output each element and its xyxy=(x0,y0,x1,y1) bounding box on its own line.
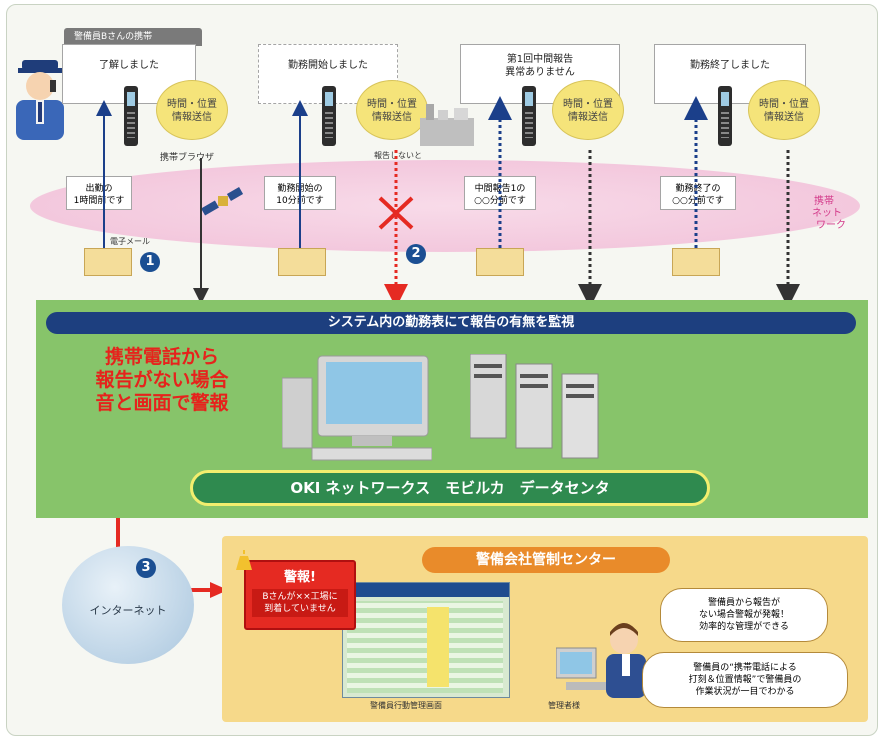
mobile-browser-label: 携帯ブラウザ xyxy=(160,153,215,163)
server-rack-icon xyxy=(470,354,599,459)
alarm-popup-title: 警報! xyxy=(284,570,316,585)
datacenter-label: OKI ネットワークス モビルカ データセンタ xyxy=(190,470,710,506)
mobile-phone-icon xyxy=(124,86,138,146)
time-location-badge-4: 時間・位置情報送信 xyxy=(748,80,820,140)
control-center-title: 警備会社管制センター xyxy=(422,547,670,573)
envelope-icon-1 xyxy=(84,248,132,276)
time-location-badge-1: 時間・位置情報送信 xyxy=(156,80,228,140)
screen-caption: 警備員行動管理画面 xyxy=(370,701,442,710)
mobile-phone-icon xyxy=(322,86,336,146)
alarm-popup-body: Bさんが××工場に到着していません xyxy=(252,589,348,617)
alarm-popup: 警報! Bさんが××工場に到着していません xyxy=(244,560,356,630)
email-label: 電子メール xyxy=(110,237,150,246)
manager-label: 管理者様 xyxy=(548,701,580,710)
speech-bubble-2: 警備員の“携帯電話による打刻＆位置情報”で警備員の作業状況が一目でわかる xyxy=(642,652,848,708)
reply-text-1: 了解しました xyxy=(99,60,159,71)
envelope-icon-4 xyxy=(672,248,720,276)
step-1-badge: 1 xyxy=(140,252,160,272)
mobile-phone-icon xyxy=(718,86,732,146)
time-location-badge-3: 時間・位置情報送信 xyxy=(552,80,624,140)
computer-icon xyxy=(282,355,432,461)
notice-box-4: 勤務終了の○○分前です xyxy=(660,176,736,210)
step-2-badge: 2 xyxy=(406,244,426,264)
reply-text-2: 勤務開始しました xyxy=(288,60,368,71)
time-location-badge-2: 時間・位置情報送信 xyxy=(356,80,428,140)
alarm-lamp-icon xyxy=(236,550,252,570)
monitor-banner: システム内の勤務表にて報告の有無を監視 xyxy=(46,312,856,334)
factory-icon xyxy=(420,104,474,146)
mobile-phone-icon xyxy=(522,86,536,146)
security-guard-figure xyxy=(16,60,64,140)
reply-text-4: 勤務終了しました xyxy=(690,60,770,71)
guard-phone-tag: 警備員Bさんの携帯 xyxy=(64,28,202,46)
alarm-description: 携帯電話から報告がない場合音と画面で警報 xyxy=(95,346,229,414)
manager-figure xyxy=(556,623,646,698)
envelope-icon-2 xyxy=(278,248,326,276)
no-report-label: 報告しないと xyxy=(374,151,422,160)
management-screen xyxy=(342,582,510,698)
envelope-icon-3 xyxy=(476,248,524,276)
network-label: 携帯 ネット ワーク xyxy=(812,196,846,231)
internet-label: インターネット xyxy=(89,604,167,617)
satellite-icon xyxy=(201,187,244,216)
step-3-badge: 3 xyxy=(136,558,156,578)
speech-bubble-1: 警備員から報告がない場合警報が発報！効率的な管理ができる xyxy=(660,588,828,642)
internet-cloud: インターネット xyxy=(62,546,194,664)
